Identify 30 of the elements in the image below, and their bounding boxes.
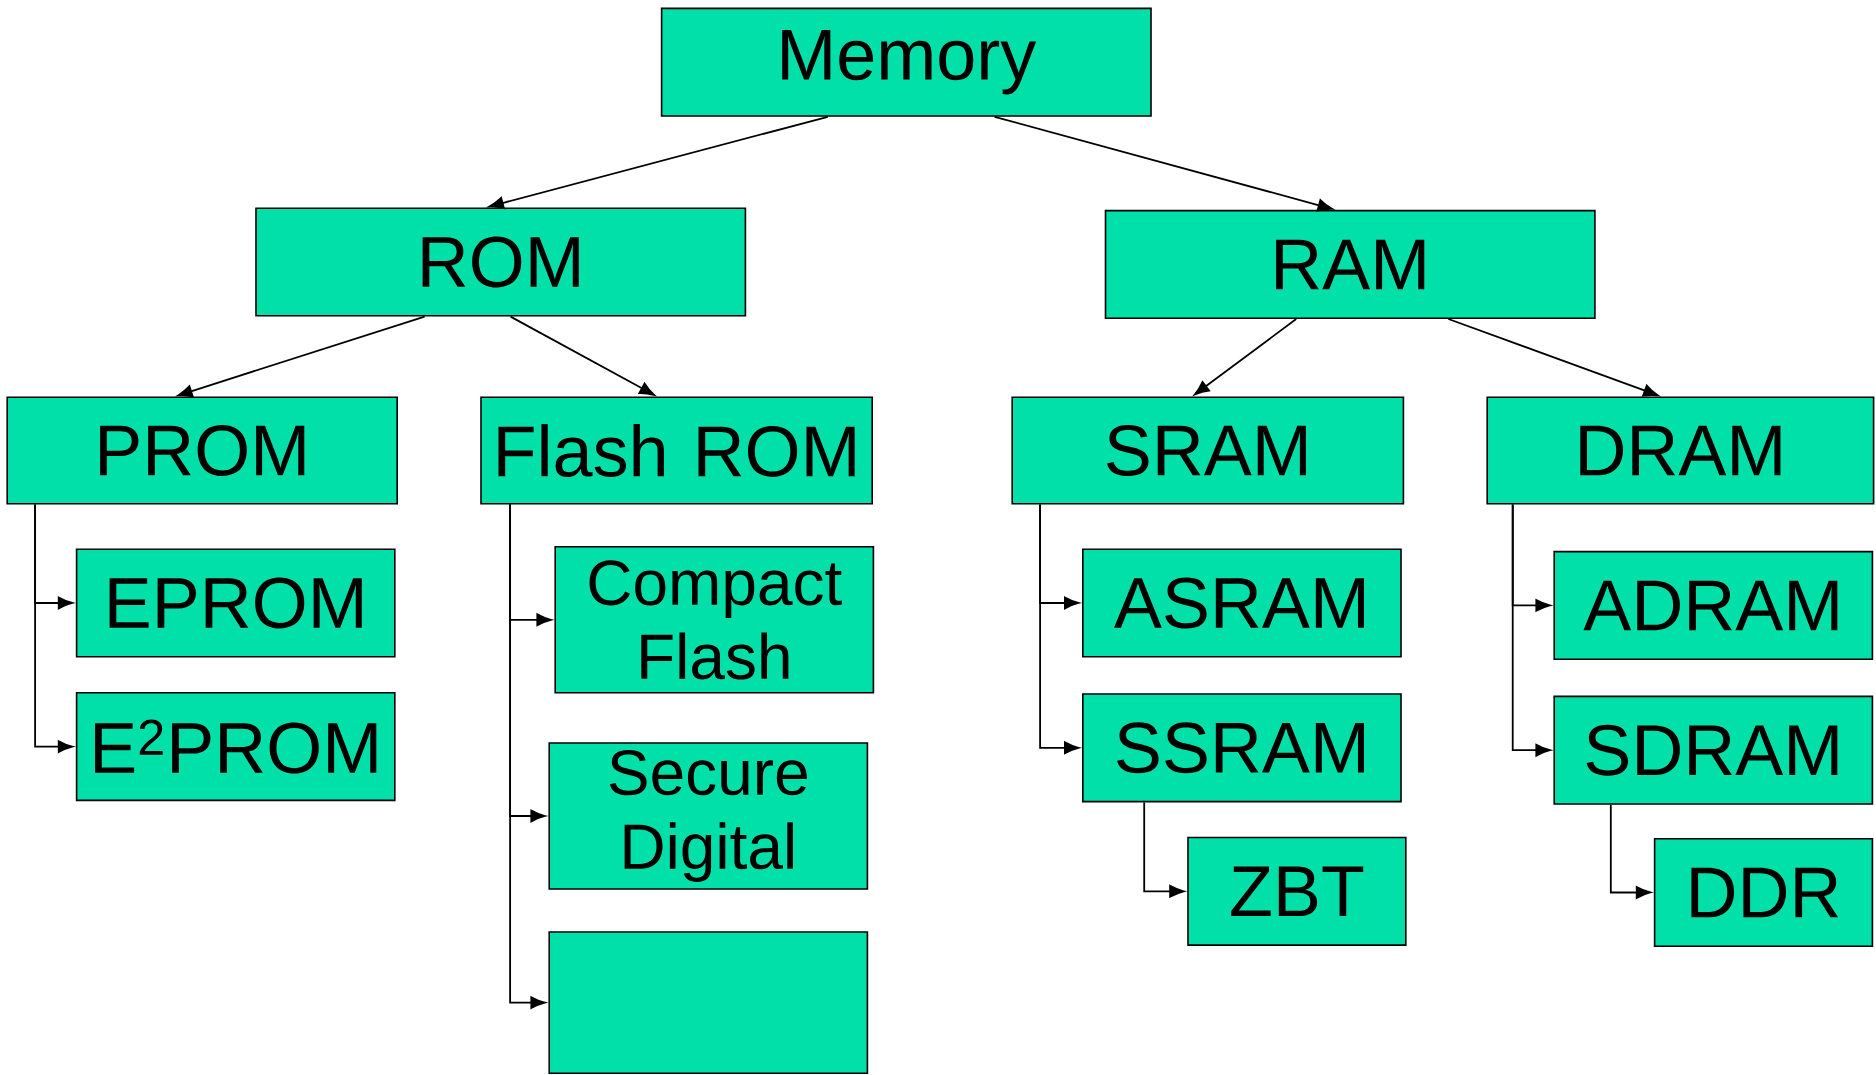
arrow (509, 315, 655, 396)
memory-box: SDRAM (1553, 695, 1874, 805)
empty-box (548, 931, 869, 1074)
memory-box: PROM (6, 396, 398, 505)
memory-box: RAM (1104, 209, 1596, 319)
memory-box: ADRAM (1553, 550, 1874, 660)
memory-box: ZBT (1187, 836, 1407, 946)
arrow (1447, 318, 1659, 397)
arrow (509, 503, 546, 1009)
memory-box: Memory (660, 7, 1152, 117)
arrow (1039, 503, 1080, 755)
arrow (1194, 318, 1298, 396)
memory-box: SRAM (1011, 396, 1405, 505)
memory-box: Flash ROM (480, 396, 873, 505)
memory-box: EPROM (75, 548, 396, 658)
arrow (34, 503, 74, 753)
memory-box: Secure Digital (548, 742, 869, 890)
arrow (488, 115, 829, 210)
arrow (1511, 503, 1551, 757)
arrow (177, 315, 426, 398)
memory-box: ASRAM (1082, 548, 1402, 658)
arrow (1609, 803, 1652, 899)
arrow (1143, 801, 1185, 898)
arrow (993, 115, 1333, 212)
memory-box: Compact Flash (554, 546, 875, 694)
memory-box: E$^{2}$PROM (75, 692, 396, 802)
memory-box: DRAM (1486, 396, 1875, 505)
memory-box: ROM (255, 207, 747, 317)
memory-box: SSRAM (1082, 693, 1402, 803)
memory-box: DDR (1653, 837, 1874, 948)
